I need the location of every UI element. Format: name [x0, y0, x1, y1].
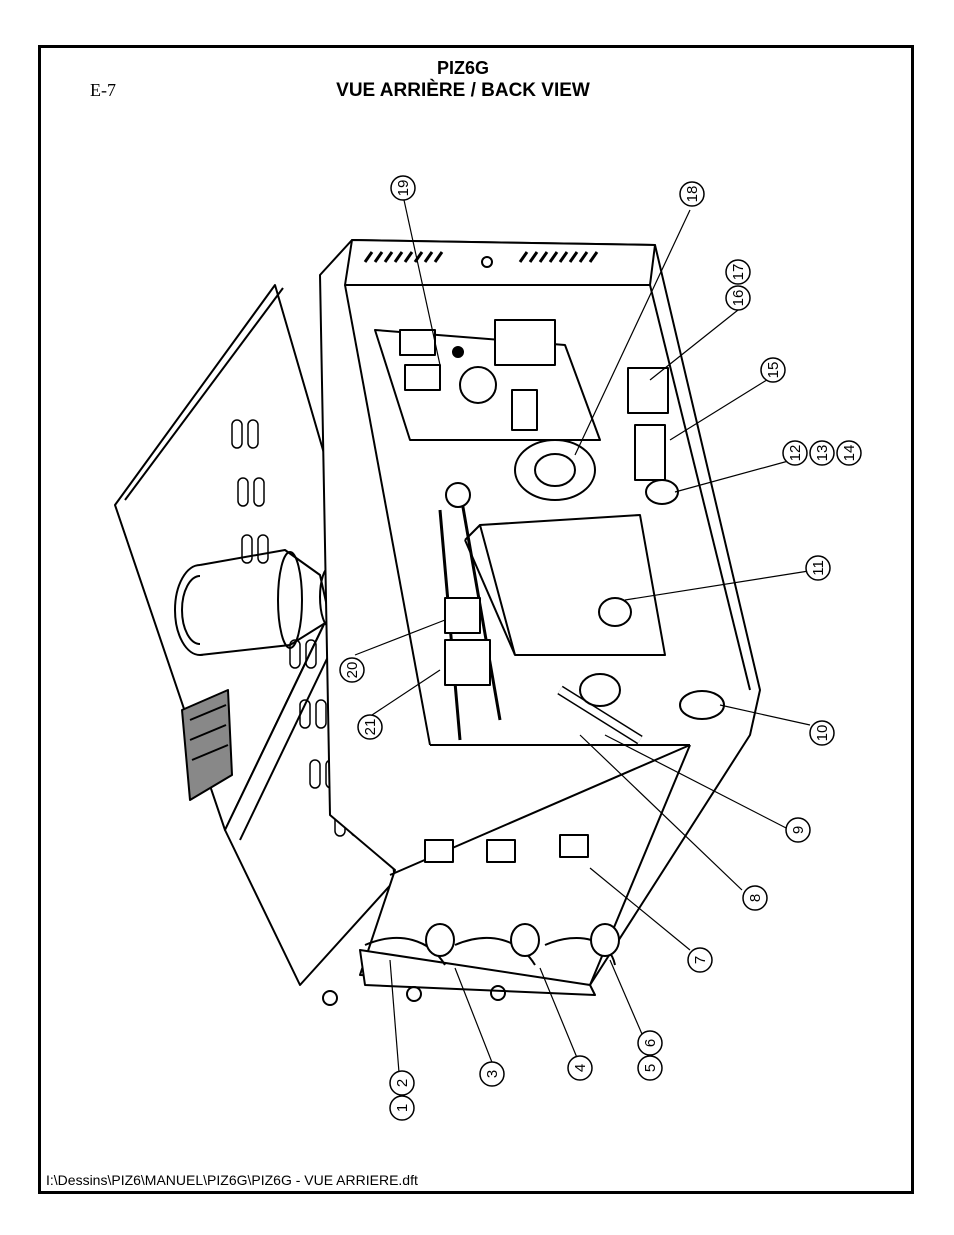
feet — [322, 985, 506, 1006]
callout-number: 17 — [730, 264, 747, 281]
hood-vent-grille — [181, 689, 233, 801]
callout-circle — [637, 1055, 663, 1081]
combustion-fan — [645, 479, 679, 505]
top-vent-slots — [363, 251, 599, 263]
callout-circle — [339, 657, 365, 683]
burner-port — [579, 673, 621, 707]
model-title: PIZ6G — [436, 58, 489, 78]
callout-circle — [785, 817, 811, 843]
callout-circle — [389, 1095, 415, 1121]
callout-number: 6 — [642, 1039, 659, 1047]
callout-circle — [687, 947, 713, 973]
ignition-module — [634, 424, 666, 481]
file-path: I:\Dessins\PIZ6\MANUEL\PIZ6G\PIZ6G - VUE… — [46, 1172, 418, 1188]
callout-number: 8 — [747, 894, 764, 902]
callout-circle — [567, 1055, 593, 1081]
callout-markers — [339, 175, 862, 1121]
callout-circle — [479, 1061, 505, 1087]
callout-circle — [742, 885, 768, 911]
callout-number: 13 — [814, 445, 831, 462]
callout-circle — [357, 714, 383, 740]
gas-piping — [438, 482, 643, 745]
top-plug-hole — [481, 256, 493, 268]
callout-number: 5 — [642, 1064, 659, 1072]
callout-circle — [805, 555, 831, 581]
drawing-frame — [38, 45, 914, 1194]
callout-circle — [725, 259, 751, 285]
callout-circle — [760, 357, 786, 383]
transformer — [627, 367, 669, 414]
callout-circle — [725, 285, 751, 311]
callout-number: 10 — [814, 725, 831, 742]
callout-leader-lines — [354, 199, 816, 1086]
callout-circle — [637, 1030, 663, 1056]
callout-number: 16 — [730, 290, 747, 307]
callout-number: 4 — [572, 1064, 589, 1072]
callout-circle — [782, 440, 808, 466]
callout-circle — [836, 440, 862, 466]
callout-number: 15 — [765, 362, 782, 379]
callout-number: 3 — [484, 1070, 501, 1078]
callout-number: 21 — [362, 719, 379, 736]
callout-number: 2 — [394, 1079, 411, 1087]
callout-circle — [809, 720, 835, 746]
callout-number: 19 — [395, 180, 412, 197]
control-panel — [374, 319, 601, 441]
callout-number: 9 — [790, 826, 807, 834]
callout-number: 1 — [394, 1104, 411, 1112]
page-code: E-7 — [90, 80, 116, 100]
callout-number: 11 — [810, 560, 827, 576]
view-title: VUE ARRIÈRE / BACK VIEW — [336, 80, 590, 101]
callout-number: 7 — [692, 956, 709, 964]
callout-circle — [809, 440, 835, 466]
blower-motor — [514, 439, 596, 501]
callout-number: 14 — [841, 445, 858, 462]
callout-number: 18 — [684, 186, 701, 203]
thermostat-switches — [424, 834, 589, 863]
callout-circle — [679, 181, 705, 207]
pressure-switch — [679, 690, 725, 720]
front-control-panel — [359, 923, 620, 996]
callout-number: 20 — [344, 662, 361, 679]
callout-circle — [390, 175, 416, 201]
callout-circle — [389, 1070, 415, 1096]
callout-number: 12 — [787, 445, 804, 462]
